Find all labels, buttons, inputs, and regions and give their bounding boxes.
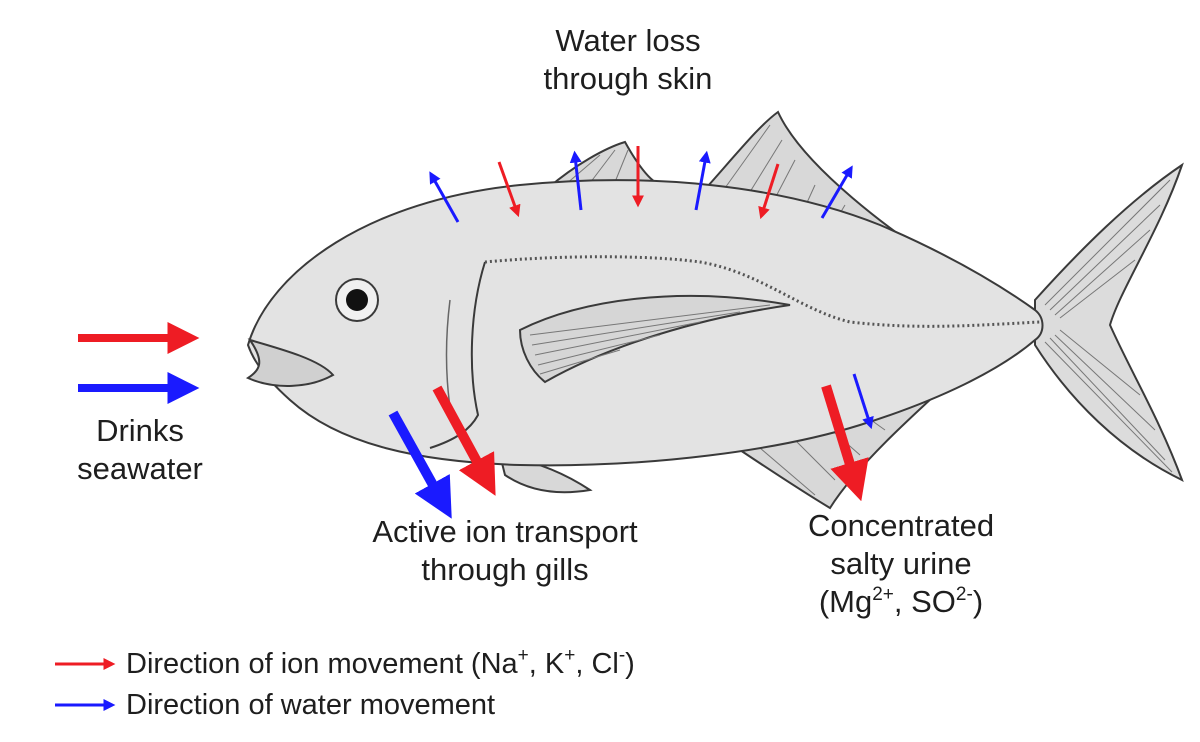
urine-arrows bbox=[821, 373, 874, 502]
drinks-line1: Drinks bbox=[96, 413, 184, 448]
skin-arrows bbox=[429, 146, 853, 223]
urine-line1: Concentrated bbox=[807, 508, 995, 543]
pectoral-fin bbox=[518, 294, 791, 384]
fish-illustration bbox=[245, 110, 1184, 510]
legend-water-row: Direction of water movement bbox=[116, 687, 495, 723]
gill-ion-arrow bbox=[432, 385, 496, 496]
water-loss-arrow bbox=[429, 171, 460, 223]
urine-label: Concentrated salty urine (Mg2+, SO2-) bbox=[790, 507, 1012, 621]
ion-in-arrow bbox=[497, 161, 521, 218]
water-loss-arrow bbox=[820, 165, 853, 219]
gill-water-arrow bbox=[388, 410, 452, 519]
urine-line2: salty urine bbox=[830, 546, 972, 581]
urine-ion-arrow bbox=[821, 384, 869, 502]
lateral-line bbox=[484, 255, 1041, 328]
legend-ion-text: Direction of ion movement (Na+, K+, Cl-) bbox=[126, 644, 635, 680]
drinks-arrows bbox=[78, 322, 200, 404]
water-loss-arrow bbox=[569, 150, 583, 211]
urine-ions: (Mg2+, SO2-) bbox=[818, 584, 984, 619]
fish-mouth bbox=[245, 338, 335, 387]
legend-arrows bbox=[55, 658, 116, 711]
legend-water-text: Direction of water movement bbox=[126, 688, 496, 721]
water-loss-line2: through skin bbox=[543, 61, 713, 96]
urine-water-arrow bbox=[852, 373, 874, 430]
gills-line1: Active ion transport bbox=[372, 514, 638, 549]
water-loss-line1: Water loss bbox=[555, 23, 701, 58]
water-loss-arrow bbox=[694, 150, 711, 211]
water-loss-label: Water loss through skin bbox=[528, 22, 728, 98]
gill-cover bbox=[429, 261, 486, 449]
tail-fin bbox=[1034, 162, 1184, 482]
gill-arrows bbox=[388, 385, 496, 519]
ion-in-arrow bbox=[758, 163, 780, 220]
drinks-line2: seawater bbox=[77, 451, 203, 486]
gills-label: Active ion transport through gills bbox=[345, 513, 665, 589]
legend-ion-row: Direction of ion movement (Na+, K+, Cl-) bbox=[116, 646, 635, 682]
drinks-seawater-label: Drinks seawater bbox=[60, 412, 220, 488]
gills-line2: through gills bbox=[421, 552, 589, 587]
